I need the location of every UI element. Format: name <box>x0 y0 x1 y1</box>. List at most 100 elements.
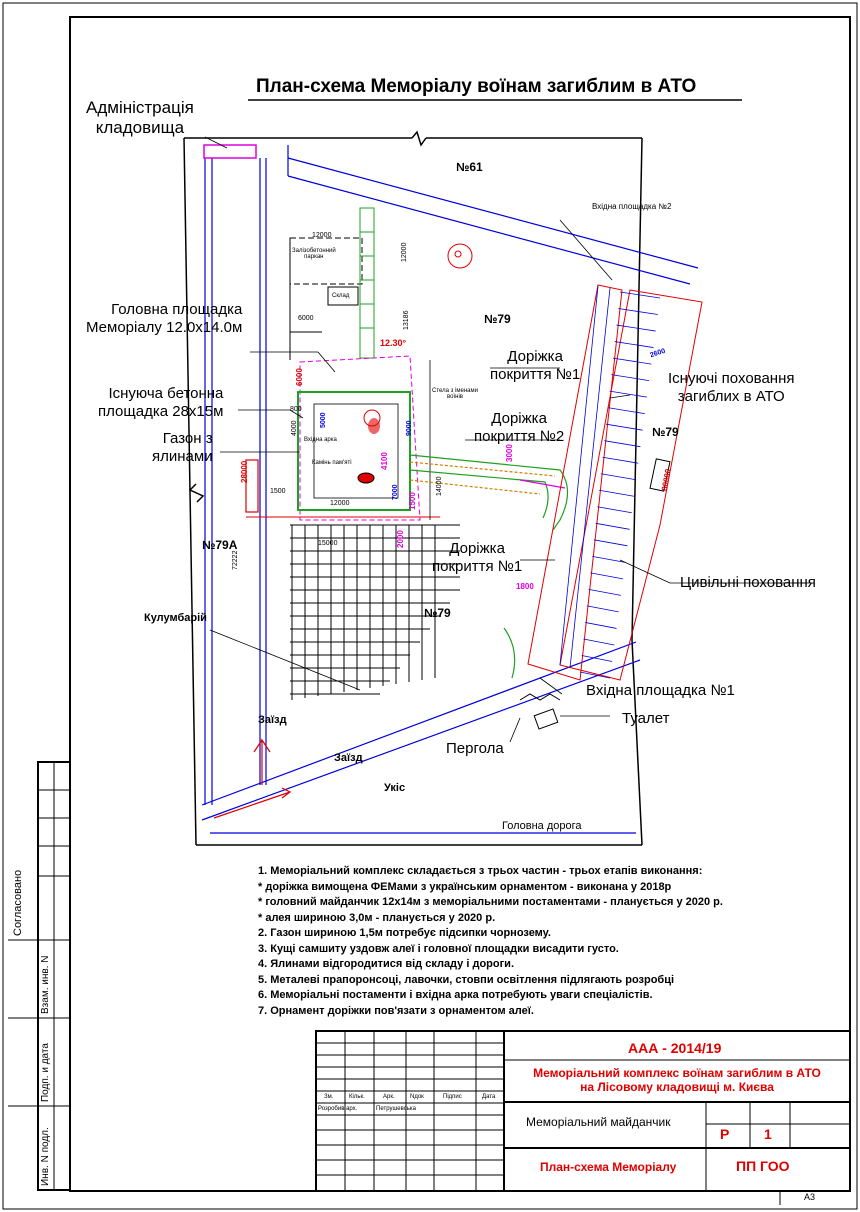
grave-row-line <box>588 588 621 596</box>
grave-row-line <box>602 456 639 464</box>
label-existing-graves-line1: Існуючі поховання <box>668 370 795 387</box>
tb-col-ndok: Nдок <box>410 1094 424 1100</box>
side-stamp-table <box>8 761 71 1191</box>
grave-row-line <box>600 473 637 481</box>
grave-row-line <box>614 341 654 348</box>
dim-15000: 15000 <box>318 540 338 547</box>
dim-72222: 72222 <box>232 550 239 570</box>
tb-format: А3 <box>804 1192 816 1202</box>
dim-4100: 4100 <box>380 452 389 470</box>
title-block <box>315 1030 851 1205</box>
toilet-building <box>533 708 559 730</box>
tb-developed-label: Розробив арх. <box>318 1106 358 1112</box>
label-entrance1: Вхідна площадка №1 <box>586 682 735 699</box>
dim-3000: 3000 <box>505 444 514 462</box>
grave-row-line <box>597 506 632 514</box>
tb-col-ark: Арк. <box>383 1094 395 1100</box>
label-entrance-bottom: Заїзд <box>334 752 363 764</box>
label-entrance2: Вхідна площадка №2 <box>592 202 672 211</box>
grave-column-line <box>559 285 599 666</box>
lot-79-mid: №79 <box>424 606 451 620</box>
label-fence: Залізобетонний паркан <box>292 248 336 260</box>
dim-13186: 13186 <box>403 310 410 330</box>
entrance-arrows <box>213 738 292 819</box>
label-pergola: Пергола <box>446 740 504 757</box>
tb-col-zm: Зм. <box>324 1094 334 1100</box>
label-stele-line2: воїнів <box>447 394 463 400</box>
label-path1-bottom-line2: покриття №1 <box>432 558 523 575</box>
note-3: 3. Кущі самшиту уздовж алеї і головної п… <box>258 942 619 955</box>
grave-row-line <box>590 572 624 580</box>
roads <box>201 145 699 834</box>
tb-drawing-name: План-схема Меморіалу <box>540 1160 677 1174</box>
label-existing-graves-line2: загиблих в АТО <box>677 388 785 405</box>
tb-org: ПП ГОО <box>736 1158 790 1174</box>
label-entrance-arch: Вхідна арка <box>304 437 337 443</box>
dim-12000-top: 12000 <box>312 232 332 239</box>
drawing-title: План-схема Меморіалу воїнам загиблим в А… <box>256 76 697 97</box>
label-main-square: Головна площадка Меморіалу 12.0х14.0м <box>86 301 242 337</box>
label-columbarium: Кулумбарій <box>144 612 207 624</box>
grave-row-line <box>592 555 626 563</box>
grave-row-line <box>619 291 661 299</box>
tb-project: Меморіальний комплекс воїнам загиблим в … <box>504 1066 850 1094</box>
label-admin-line2: кладовища <box>95 118 185 137</box>
label-civil-graves: Цивільні поховання <box>680 574 816 591</box>
dim-14000: 14000 <box>436 476 443 496</box>
lot-79a: №79А <box>202 538 238 552</box>
notes-list: 1. Меморіальний комплекс складається з т… <box>258 864 723 1019</box>
label-stele-line1: Стела з іменами <box>432 388 478 394</box>
grave-row-line <box>618 308 658 315</box>
stamp-replace-inv: Взам. инв. N <box>40 955 51 1014</box>
tb-sheet-number: 1 <box>764 1126 772 1142</box>
lot-61: №61 <box>456 160 483 174</box>
tb-sheet-name: Меморіальний майданчик <box>526 1115 671 1129</box>
dim-5000: 5000 <box>320 412 327 428</box>
grave-row-line <box>616 324 656 332</box>
note-5: 5. Металеві прапоронсоці, лавочки, стовп… <box>258 973 675 986</box>
dim-angle: 12.30° <box>380 338 407 348</box>
admin-building <box>203 144 257 159</box>
grave-row-line <box>585 622 617 629</box>
paths-decorative <box>409 454 569 531</box>
grave-row-line <box>586 605 619 613</box>
grave-row-line <box>579 671 611 679</box>
grave-row-line <box>612 357 652 365</box>
grave-row-line <box>599 489 634 497</box>
tb-code: ААА - 2014/19 <box>628 1040 722 1056</box>
stamp-inv-orig: Инв. N подл. <box>40 1127 51 1186</box>
grave-row-line <box>606 423 643 431</box>
label-main-square-line1: Головна площадка <box>111 301 243 318</box>
stamp-sign-date: Подп. и дата <box>40 1043 51 1102</box>
dim-12000-v: 12000 <box>401 242 408 262</box>
dim-6000-r: 6000 <box>295 368 304 386</box>
label-admin: Адміністрація кладовища <box>86 98 194 138</box>
dim-12000-b: 12000 <box>330 500 350 507</box>
label-lawn-line1: Газон з <box>162 430 213 447</box>
note-7: 7. Орнамент доріжки пов'язати з орнамент… <box>258 1004 534 1017</box>
label-path1-bottom: Доріжка покриття №1 <box>432 540 522 576</box>
dim-1500: 1500 <box>408 492 417 510</box>
stamp-agreed: Согласовано <box>12 869 24 936</box>
dim-4000: 4000 <box>291 420 298 436</box>
main-square-plan <box>245 355 440 521</box>
label-main-square-line2: Меморіалу 12.0х14.0м <box>86 319 243 336</box>
tb-project-line1: Меморіальний комплекс воїнам загиблим в … <box>533 1066 821 1080</box>
note-1c: * алея шириною 3,0м - планується у 2020 … <box>258 911 496 924</box>
columbarium-grid <box>290 524 460 700</box>
dim-800: 800 <box>290 406 302 413</box>
tb-developer: Петрушевська <box>376 1106 416 1112</box>
note-4: 4. Ялинами відгородитися від складу і до… <box>258 958 515 970</box>
grave-row-line <box>604 440 641 448</box>
grave-row-line <box>609 390 648 398</box>
grave-row-line <box>607 407 645 415</box>
label-path1-bottom-line1: Доріжка <box>449 540 505 557</box>
label-path1-top-line1: Доріжка <box>507 348 563 365</box>
grave-row-line <box>611 374 650 382</box>
pergola-shape <box>519 693 561 701</box>
grave-row-line <box>583 638 615 646</box>
label-ukis: Укіс <box>384 782 406 794</box>
label-path2-line2: покриття №2 <box>474 428 565 445</box>
